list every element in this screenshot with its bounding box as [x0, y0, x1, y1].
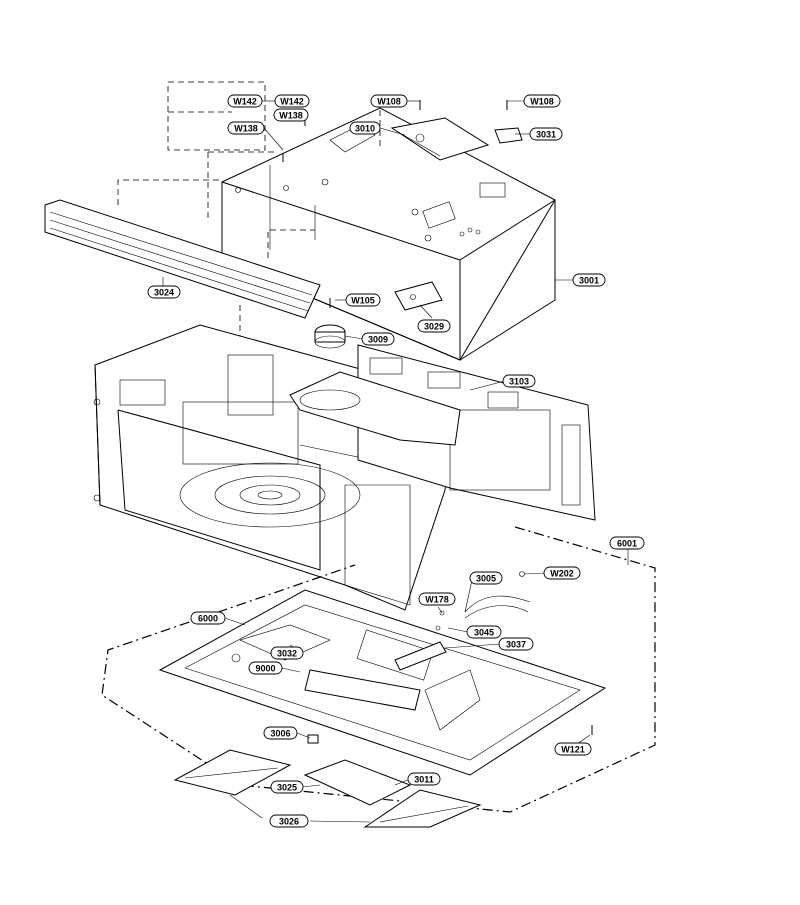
label-w142-b: W142: [274, 94, 310, 108]
label-3024: 3024: [147, 285, 181, 299]
label-w138-b: W138: [273, 108, 309, 122]
label-3031: 3031: [529, 127, 563, 141]
label-text: W108: [377, 97, 401, 107]
label-w105: W105: [345, 293, 381, 307]
wire-harness: [435, 571, 531, 631]
label-text: 3103: [509, 377, 529, 387]
label-w202: W202: [543, 566, 581, 580]
blower-duct: [289, 371, 461, 446]
label-3029: 3029: [417, 319, 451, 333]
label-text: 3010: [355, 124, 375, 134]
label-text: 3005: [476, 574, 496, 584]
label-w121: W121: [554, 742, 592, 756]
label-3011: 3011: [407, 772, 441, 786]
label-w178: W178: [418, 592, 456, 606]
label-9000: 9000: [248, 661, 283, 675]
label-3010: 3010: [349, 121, 381, 135]
label-text: W138: [279, 111, 303, 121]
hinge-plate: [390, 117, 490, 161]
label-3032: 3032: [270, 646, 304, 660]
clip-3006: [307, 734, 319, 744]
label-w108-b: W108: [523, 94, 561, 108]
label-6000: 6000: [190, 611, 226, 625]
label-text: W202: [550, 569, 574, 579]
label-text: W105: [351, 296, 375, 306]
label-text: 9000: [255, 664, 275, 674]
label-3006: 3006: [263, 726, 298, 740]
label-text: 3011: [414, 775, 434, 785]
filter-cover: [303, 759, 412, 806]
label-text: 3024: [154, 288, 174, 298]
grease-filters: [173, 749, 482, 828]
label-3045: 3045: [466, 625, 502, 639]
label-text: W108: [530, 97, 554, 107]
label-text: 6001: [617, 539, 637, 549]
label-text: 3037: [506, 640, 526, 650]
label-text: W121: [561, 745, 585, 755]
label-3001: 3001: [572, 273, 606, 287]
label-text: 3009: [368, 335, 388, 345]
screw-group-bracket: [167, 81, 266, 151]
leader-lines: [162, 100, 629, 823]
label-text: W142: [280, 97, 304, 107]
label-text: 3001: [579, 276, 599, 286]
label-text: 3025: [277, 783, 297, 793]
label-6001: 6001: [609, 536, 645, 550]
label-text: 3006: [270, 729, 290, 739]
label-3025: 3025: [270, 780, 304, 794]
label-text: 3032: [277, 649, 297, 659]
control-panel-board: [357, 344, 596, 521]
projection-lines: [117, 110, 381, 340]
label-text: 3031: [536, 130, 556, 140]
label-text: W142: [233, 97, 257, 107]
label-text: W138: [234, 124, 258, 134]
label-3037: 3037: [498, 637, 534, 651]
base-assembly-boundary: [101, 526, 656, 813]
label-w142-a: W142: [227, 94, 263, 108]
label-text: 3026: [279, 817, 299, 827]
label-text: W178: [425, 595, 449, 605]
fan-motor: [314, 324, 346, 349]
outer-case: [221, 107, 556, 361]
base-plate: [158, 589, 607, 776]
label-3026: 3026: [269, 814, 309, 828]
label-3005: 3005: [469, 571, 503, 585]
bracket-3031: [494, 127, 523, 144]
vent-grille: [44, 199, 321, 319]
label-text: 6000: [198, 614, 218, 624]
label-3009: 3009: [361, 332, 395, 346]
label-text: 3029: [424, 322, 444, 332]
label-text: 3045: [474, 628, 494, 638]
bracket-3029: [394, 281, 443, 311]
label-3103: 3103: [502, 374, 536, 388]
label-w138-a: W138: [227, 121, 265, 135]
switch-plate: [394, 641, 447, 671]
label-w108-a: W108: [370, 94, 408, 108]
